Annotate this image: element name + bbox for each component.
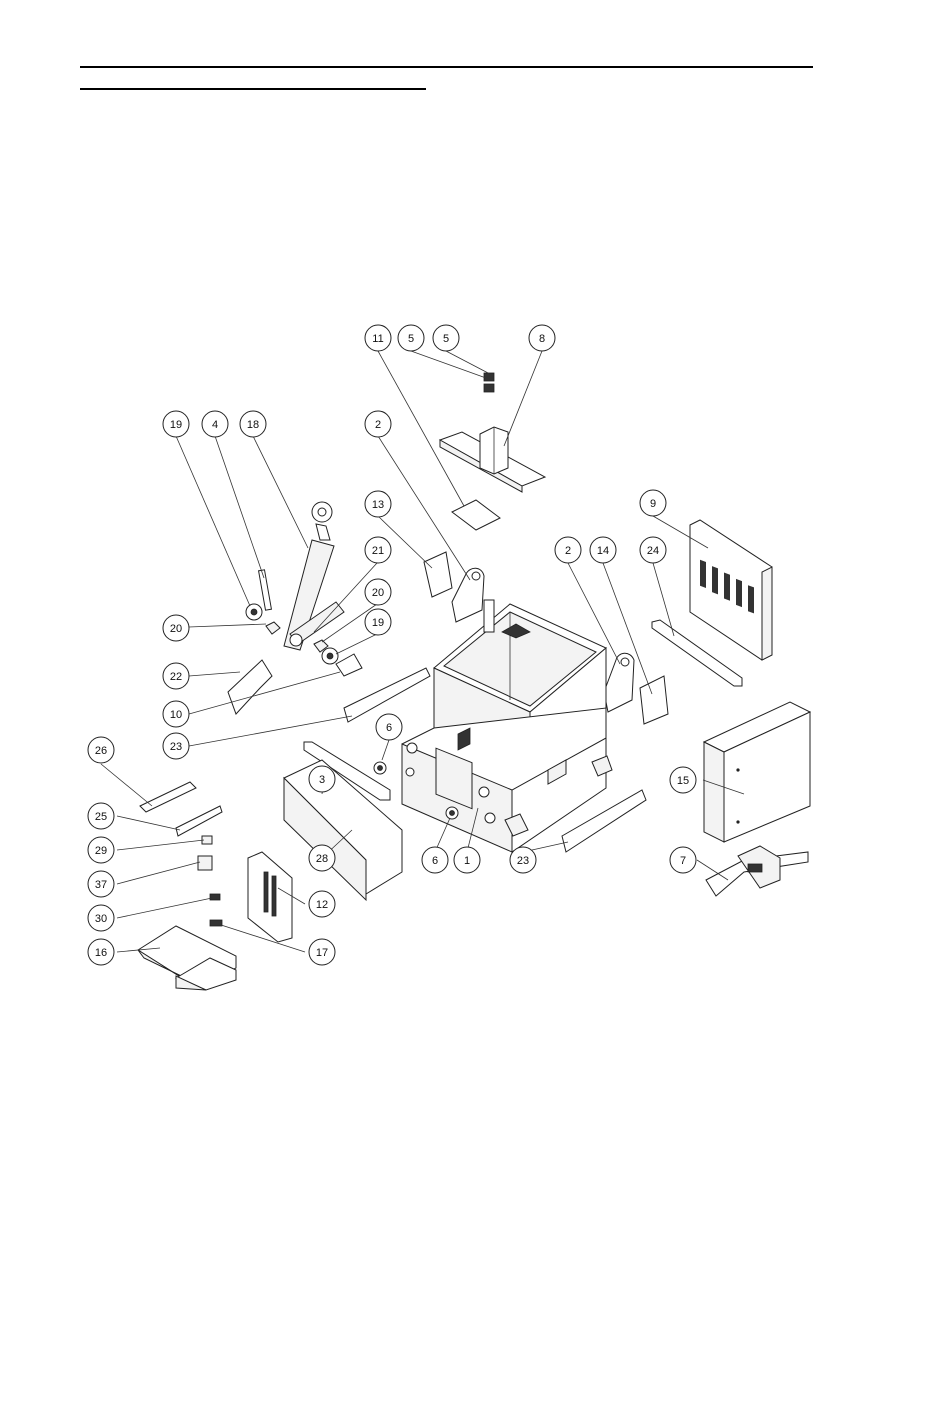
part-37-block xyxy=(198,856,212,870)
part-13-plate xyxy=(424,552,452,597)
callout-25-text: 25 xyxy=(95,811,107,823)
part-14-plate xyxy=(640,676,668,724)
callout-6b-text: 6 xyxy=(432,855,438,867)
part-15-cabinet xyxy=(704,702,810,842)
callout-17: 17 xyxy=(309,939,335,965)
callout-3-text: 3 xyxy=(319,774,325,786)
callout-5b: 5 xyxy=(433,325,459,351)
callout-4-text: 4 xyxy=(212,419,218,431)
callout-3: 3 xyxy=(309,766,335,792)
callout-23b-text: 23 xyxy=(517,855,529,867)
callout-20b: 20 xyxy=(163,615,189,641)
callout-19a-text: 19 xyxy=(170,419,182,431)
callout-6a: 6 xyxy=(376,714,402,740)
callout-5a-text: 5 xyxy=(408,333,414,345)
part-30-block xyxy=(210,894,220,900)
part-25-plate xyxy=(176,806,222,836)
callout-13-text: 13 xyxy=(372,499,384,511)
callout-1-text: 1 xyxy=(464,855,470,867)
callout-21: 21 xyxy=(365,537,391,563)
callout-19b: 19 xyxy=(365,609,391,635)
callout-2a: 2 xyxy=(365,411,391,437)
part-9-louvered-panel xyxy=(690,520,772,660)
part-8-bracket xyxy=(440,427,545,492)
callout-28-text: 28 xyxy=(316,853,328,865)
callout-8-text: 8 xyxy=(539,333,545,345)
callout-23a: 23 xyxy=(163,733,189,759)
callout-18-text: 18 xyxy=(247,419,259,431)
part-2-hole-right xyxy=(621,658,629,666)
callout-26-text: 26 xyxy=(95,745,107,757)
callout-28: 28 xyxy=(309,845,335,871)
part-1-main-housing xyxy=(402,600,612,852)
callout-17-text: 17 xyxy=(316,947,328,959)
callout-9: 9 xyxy=(640,490,666,516)
part-20-nut-left xyxy=(266,622,280,634)
callout-18: 18 xyxy=(240,411,266,437)
callout-15: 15 xyxy=(670,767,696,793)
callout-2b-text: 2 xyxy=(565,545,571,557)
callout-11-text: 11 xyxy=(372,333,383,345)
callout-12: 12 xyxy=(309,891,335,917)
callout-8: 8 xyxy=(529,325,555,351)
callout-9-text: 9 xyxy=(650,498,656,510)
callout-5a: 5 xyxy=(398,325,424,351)
callout-13: 13 xyxy=(365,491,391,517)
part-19-flange-left xyxy=(246,604,262,620)
callout-25: 25 xyxy=(88,803,114,829)
callout-20a-text: 20 xyxy=(372,587,384,599)
callout-26: 26 xyxy=(88,737,114,763)
part-6-bushing-lower-core xyxy=(450,811,455,816)
part-5-clips xyxy=(484,373,494,392)
callout-6b: 6 xyxy=(422,847,448,873)
callout-24: 24 xyxy=(640,537,666,563)
callout-20a: 20 xyxy=(365,579,391,605)
part-6-bushing-upper-core xyxy=(378,766,383,771)
part-2-hole-left xyxy=(472,572,480,580)
callout-22: 22 xyxy=(163,663,189,689)
callout-6a-text: 6 xyxy=(386,722,392,734)
callout-10: 10 xyxy=(163,701,189,727)
callout-12-text: 12 xyxy=(316,899,328,911)
callout-30: 30 xyxy=(88,905,114,931)
callout-15-text: 15 xyxy=(677,775,689,787)
callout-21-text: 21 xyxy=(372,545,384,557)
callout-29: 29 xyxy=(88,837,114,863)
part-11-plate xyxy=(452,500,500,530)
part-19-flange-right xyxy=(322,648,338,664)
part-26-plate xyxy=(140,782,196,812)
callout-37: 37 xyxy=(88,871,114,897)
part-16-forks xyxy=(138,926,236,990)
callout-10-text: 10 xyxy=(170,709,182,721)
callout-23b: 23 xyxy=(510,847,536,873)
callout-24-text: 24 xyxy=(647,545,659,557)
part-4-pin xyxy=(259,570,272,610)
callout-30-text: 30 xyxy=(95,913,107,925)
callout-19b-text: 19 xyxy=(372,617,384,629)
part-12-plate xyxy=(248,852,292,942)
callout-16-text: 16 xyxy=(95,947,107,959)
callout-2a-text: 2 xyxy=(375,419,381,431)
callout-23a-text: 23 xyxy=(170,741,182,753)
callout-7-text: 7 xyxy=(680,855,686,867)
callout-4: 4 xyxy=(202,411,228,437)
callout-14: 14 xyxy=(590,537,616,563)
callout-11: 11 xyxy=(365,325,391,351)
callout-29-text: 29 xyxy=(95,845,107,857)
callout-22-text: 22 xyxy=(170,671,182,683)
part-22-lever xyxy=(228,660,272,714)
callout-5b-text: 5 xyxy=(443,333,449,345)
callout-19a: 19 xyxy=(163,411,189,437)
part-7-base-bracket xyxy=(706,846,808,896)
callout-2b: 2 xyxy=(555,537,581,563)
part-28-cover xyxy=(284,760,402,900)
part-10-plate xyxy=(336,654,362,676)
callout-16: 16 xyxy=(88,939,114,965)
callout-14-text: 14 xyxy=(597,545,609,557)
callout-1: 1 xyxy=(454,847,480,873)
callout-37-text: 37 xyxy=(95,879,107,891)
callout-20b-text: 20 xyxy=(170,623,182,635)
callout-7: 7 xyxy=(670,847,696,873)
